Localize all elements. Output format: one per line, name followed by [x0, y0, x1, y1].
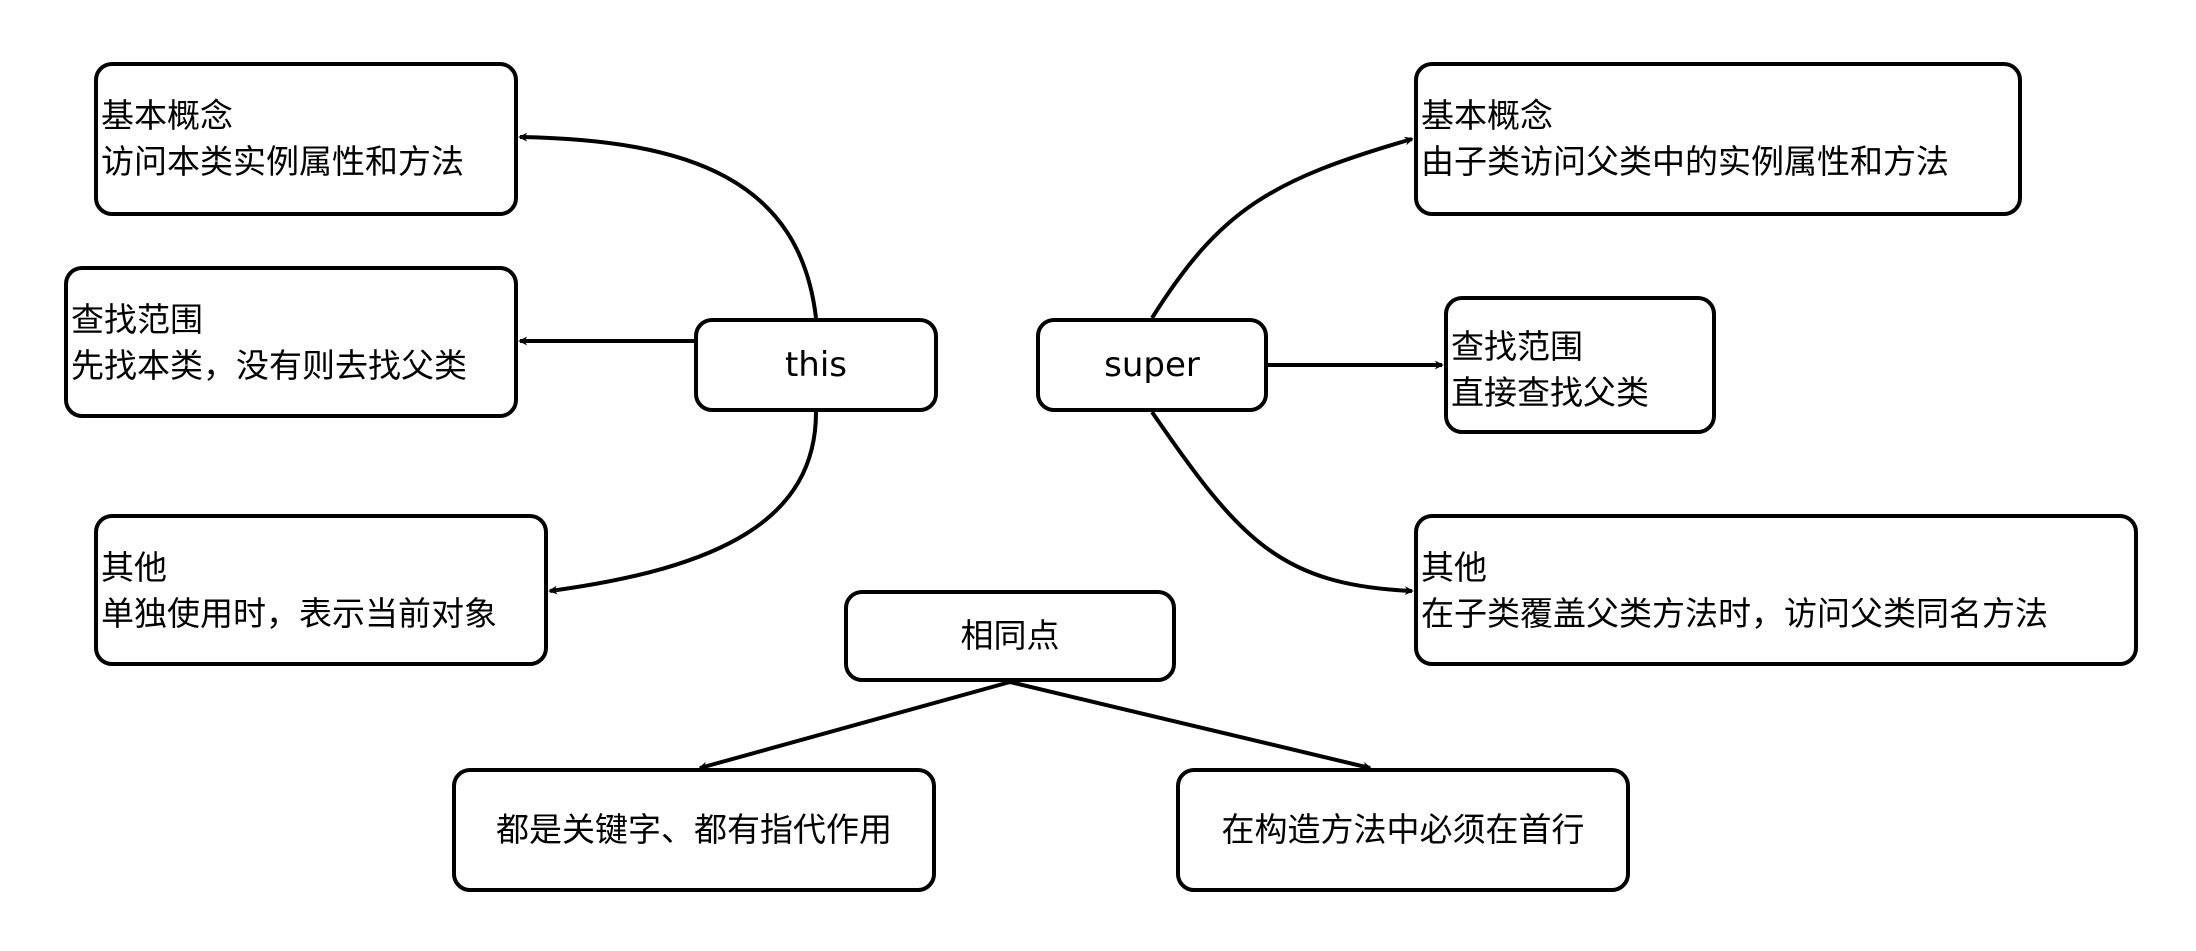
this-concept-text: 访问本类实例属性和方法	[101, 142, 464, 181]
edge-super-to-concept	[1150, 136, 1414, 320]
super-scope-title: 查找范围	[1451, 327, 1583, 366]
this-scope-text: 先找本类，没有则去找父类	[71, 346, 467, 385]
this-hub-node[interactable]: this	[694, 318, 938, 412]
edge-common-to-keyword	[698, 680, 1011, 771]
edge-super-to-other	[1150, 410, 1414, 596]
common-keyword-text: 都是关键字、都有指代作用	[496, 810, 892, 849]
common-constructor-text: 在构造方法中必须在首行	[1221, 810, 1585, 849]
this-other-title: 其他	[101, 548, 167, 587]
this-hub-label: this	[784, 345, 848, 385]
this-concept-title: 基本概念	[101, 96, 233, 135]
super-hub-node[interactable]: super	[1036, 318, 1268, 412]
edge-common-to-constructor	[1009, 680, 1372, 771]
this-other-node[interactable]: 其他 单独使用时，表示当前对象	[94, 514, 548, 666]
super-hub-label: super	[1104, 345, 1200, 385]
this-other-text: 单独使用时，表示当前对象	[101, 594, 497, 633]
super-concept-text: 由子类访问父类中的实例属性和方法	[1421, 142, 1949, 181]
edge-this-to-concept	[518, 132, 818, 319]
common-hub-label: 相同点	[960, 616, 1060, 655]
super-other-text: 在子类覆盖父类方法时，访问父类同名方法	[1421, 594, 2048, 633]
this-concept-node[interactable]: 基本概念 访问本类实例属性和方法	[94, 62, 518, 216]
edge-this-to-other	[548, 411, 818, 595]
common-keyword-node[interactable]: 都是关键字、都有指代作用	[452, 768, 936, 892]
super-scope-text: 直接查找父类	[1451, 373, 1649, 412]
super-scope-node[interactable]: 查找范围 直接查找父类	[1444, 296, 1716, 434]
this-scope-title: 查找范围	[71, 300, 203, 339]
super-other-title: 其他	[1421, 548, 1487, 587]
common-hub-node[interactable]: 相同点	[844, 590, 1176, 682]
super-concept-node[interactable]: 基本概念 由子类访问父类中的实例属性和方法	[1414, 62, 2022, 216]
common-constructor-node[interactable]: 在构造方法中必须在首行	[1176, 768, 1630, 892]
super-other-node[interactable]: 其他 在子类覆盖父类方法时，访问父类同名方法	[1414, 514, 2138, 666]
this-scope-node[interactable]: 查找范围 先找本类，没有则去找父类	[64, 266, 518, 418]
super-concept-title: 基本概念	[1421, 96, 1553, 135]
